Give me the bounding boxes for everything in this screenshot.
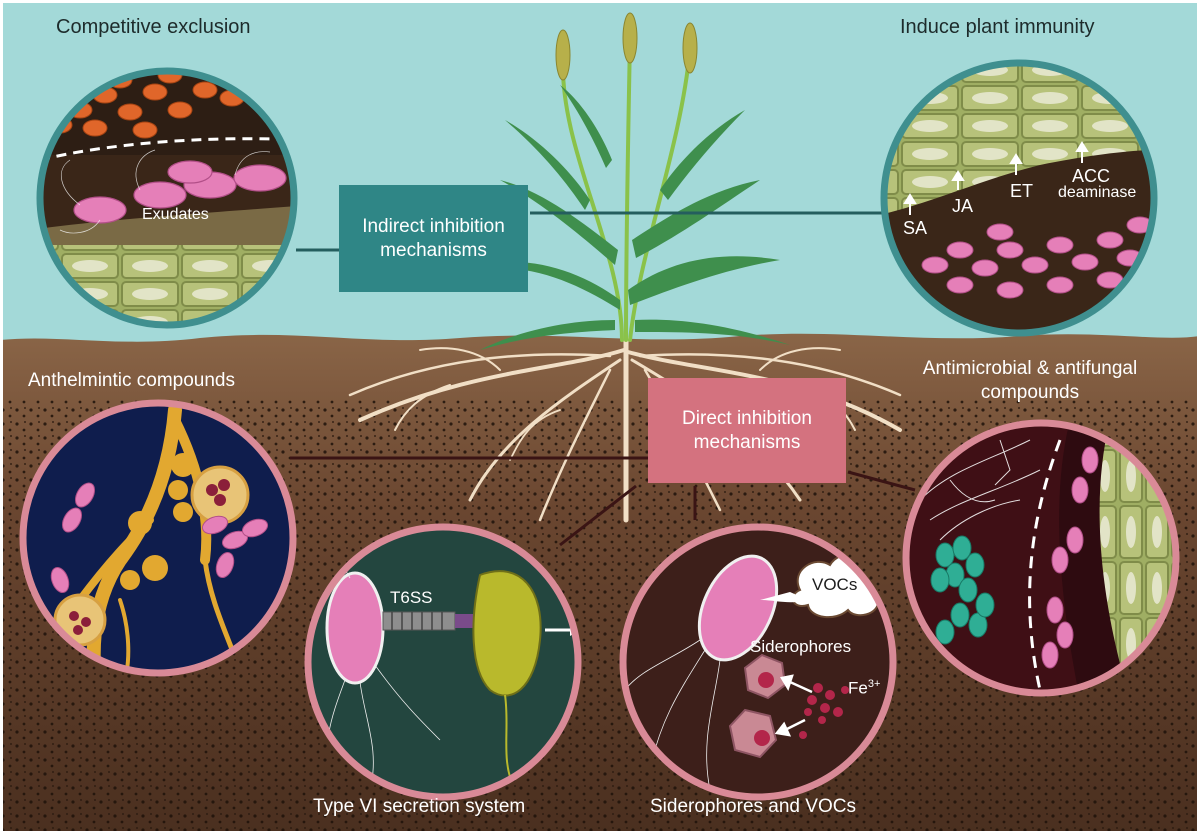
fe-charge: 3+ (867, 678, 881, 690)
label-fe: Fe3+ (848, 678, 880, 699)
label-antimicrobial: Antimicrobial & antifungal compounds (922, 358, 1138, 403)
label-ja: JA (952, 196, 974, 216)
indirect-box-bg (339, 185, 528, 292)
iron-ion-icon (754, 672, 849, 746)
siderophores-circle (619, 523, 897, 801)
label-siderophores: Siderophores (750, 637, 852, 656)
soil-texture (0, 400, 1200, 834)
wheat-plant-icon (470, 12, 790, 350)
direct-inhibition-box: Direct inhibition mechanisms (648, 378, 846, 483)
direct-box-bg (648, 378, 846, 483)
label-anthelmintic: Anthelmintic compounds (28, 370, 235, 391)
t6ss-circle (304, 523, 582, 801)
indirect-inhibition-label: Indirect inhibition mechanisms (362, 215, 505, 261)
label-vocs: VOCs (812, 575, 858, 594)
label-deaminase: deaminase (1058, 184, 1137, 201)
anthelmintic-circle (19, 399, 297, 677)
label-t6ss-caption: Type VI secretion system (313, 796, 526, 817)
direct-inhibition-label: Direct inhibition mechanisms (682, 407, 812, 453)
label-et: ET (1010, 181, 1034, 201)
connector-lines (290, 211, 916, 547)
induce-immunity-circle (880, 59, 1158, 337)
label-induce-immunity: Induce plant immunity (900, 16, 1095, 38)
label-sa: SA (903, 218, 928, 238)
label-competitive-exclusion: Competitive exclusion (56, 16, 251, 38)
fungal-hypha-icon (919, 439, 1041, 541)
antimicrobial-circle (902, 419, 1180, 697)
label-siderophores-caption: Siderophores and VOCs (650, 796, 856, 817)
label-exudates: Exudates (142, 206, 209, 223)
label-t6ss: T6SS (390, 588, 433, 607)
indirect-inhibition-box: Indirect inhibition mechanisms (339, 185, 528, 292)
label-acc: ACC (1072, 166, 1111, 186)
fe-symbol: Fe (848, 678, 868, 698)
